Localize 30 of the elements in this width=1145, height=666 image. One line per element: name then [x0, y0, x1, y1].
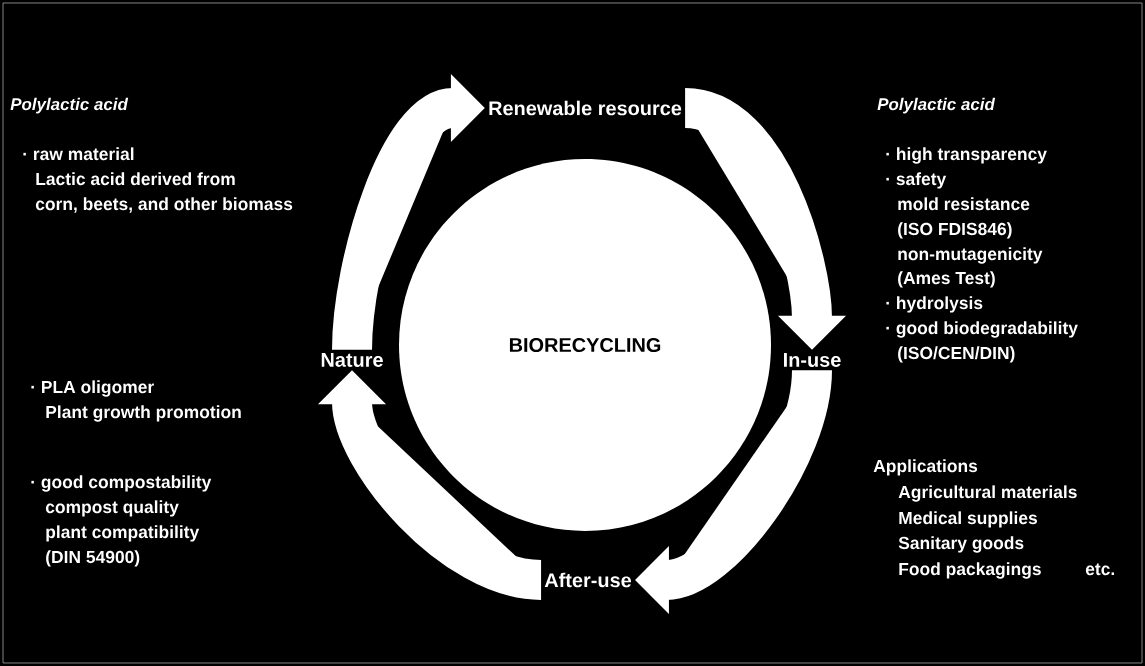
stage-label: After-use	[544, 572, 632, 588]
heading-text: Polylactic acid	[877, 97, 996, 114]
info-text: compost quality	[45, 500, 179, 517]
info-text: · high transparency	[886, 147, 1047, 164]
heading-text: Polylactic acid	[10, 97, 129, 114]
info-text: (ISO/CEN/DIN)	[898, 346, 1015, 363]
info-text: (DIN 54900)	[46, 550, 140, 567]
info-text: · good biodegradability	[886, 321, 1078, 338]
info-text: Agricultural materials	[898, 485, 1077, 502]
info-text: Lactic acid derived from	[36, 172, 235, 186]
info-text: (Ames Test)	[898, 271, 995, 288]
info-text: Plant growth promotion	[46, 405, 241, 422]
info-text: plant compatibility	[46, 525, 200, 542]
info-text: mold resistance	[898, 197, 1030, 211]
info-text: non-mutagenicity	[898, 247, 1043, 264]
info-text: · PLA oligomer	[31, 380, 154, 397]
info-text: Sanitary goods	[898, 536, 1024, 553]
info-text: corn, beets, and other biomass	[35, 197, 293, 213]
stage-label: In-use	[784, 353, 841, 367]
info-text: Medical supplies	[899, 511, 1037, 528]
info-text: (ISO FDIS846)	[898, 222, 1012, 239]
stage-label: Nature	[321, 353, 383, 367]
info-text: Applications	[873, 459, 978, 476]
info-text: etc.	[1085, 563, 1115, 576]
info-text: · good compostability	[31, 475, 212, 492]
info-text: · safety	[886, 172, 947, 189]
info-text: · hydrolysis	[886, 296, 983, 313]
info-text: · raw material	[23, 147, 134, 161]
info-text: Food packagings	[899, 562, 1041, 579]
stage-label: Renewable resource	[489, 100, 682, 116]
